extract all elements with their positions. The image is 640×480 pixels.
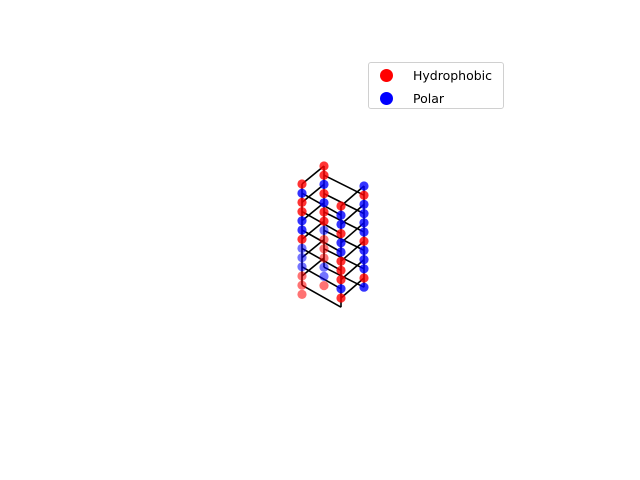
polar-bead	[297, 216, 307, 226]
hydrophobic-bead	[319, 216, 329, 226]
polar-bead	[359, 218, 369, 228]
bond-line	[301, 284, 342, 308]
hydrophobic-bead	[359, 273, 369, 283]
hydrophobic-bead	[359, 190, 369, 200]
bond-line	[340, 277, 365, 299]
hydrophobic-bead	[297, 289, 307, 299]
residue-beads	[297, 161, 369, 303]
hydrophobic-bead	[319, 244, 329, 254]
polar-bead	[336, 284, 346, 294]
bond-line	[301, 183, 325, 204]
hydrophobic-bead	[336, 265, 346, 275]
polar-bead	[297, 188, 307, 198]
bond-line	[301, 257, 325, 277]
polar-bead	[319, 271, 329, 281]
hydrophobic-bead	[319, 170, 329, 180]
hydrophobic-bead	[319, 253, 329, 263]
polar-bead	[359, 199, 369, 209]
bond-line	[340, 203, 365, 226]
hydrophobic-bead	[297, 197, 307, 207]
legend-item-hydrophobic: Hydrophobic	[380, 66, 492, 84]
polar-bead	[297, 262, 307, 272]
bond-line	[340, 222, 365, 244]
polar-bead	[319, 179, 329, 189]
legend-item-polar: Polar	[380, 89, 444, 107]
bond-line	[340, 240, 365, 262]
hydrophobic-bead	[336, 201, 346, 211]
bond-line	[340, 185, 365, 207]
polar-bead	[359, 282, 369, 292]
polar-bead	[359, 209, 369, 219]
hydrophobic-bead	[336, 275, 346, 285]
hydrophobic-bead	[336, 229, 346, 239]
polar-bead	[336, 219, 346, 229]
hydrophobic-bead	[297, 234, 307, 244]
hydrophobic-bead	[319, 207, 329, 217]
hydrophobic-bead	[359, 236, 369, 246]
bond-line	[301, 238, 325, 259]
polar-bead	[319, 225, 329, 235]
hydrophobic-bead	[297, 271, 307, 281]
legend-label-hydrophobic: Hydrophobic	[413, 67, 493, 83]
hydrophobic-bead	[319, 189, 329, 199]
hydrophobic-bead	[319, 235, 329, 245]
bond-line	[340, 258, 365, 281]
polar-bead	[336, 247, 346, 257]
legend: Hydrophobic Polar	[368, 62, 504, 109]
bond-line	[323, 174, 365, 196]
polar-bead	[297, 225, 307, 235]
polar-bead	[319, 262, 329, 272]
polar-bead	[297, 253, 307, 263]
polar-marker-icon	[380, 91, 393, 105]
bond-line	[301, 220, 325, 240]
hydrophobic-bead	[297, 179, 307, 189]
hydrophobic-bead	[319, 281, 329, 291]
polar-bead	[359, 255, 369, 265]
polar-bead	[336, 238, 346, 248]
polar-bead	[319, 198, 329, 208]
polar-bead	[297, 243, 307, 253]
hydrophobic-bead	[297, 207, 307, 217]
legend-label-polar: Polar	[413, 90, 445, 106]
hydrophobic-bead	[319, 161, 329, 171]
bond-line	[301, 165, 325, 185]
polar-bead	[336, 210, 346, 220]
backbone-bonds	[301, 165, 365, 308]
hydrophobic-bead	[336, 256, 346, 266]
polar-bead	[359, 181, 369, 191]
polar-bead	[359, 227, 369, 237]
hydrophobic-marker-icon	[380, 68, 393, 82]
hydrophobic-bead	[297, 280, 307, 290]
hydrophobic-bead	[336, 293, 346, 303]
polar-bead	[359, 245, 369, 255]
polar-bead	[359, 264, 369, 274]
bond-line	[301, 202, 325, 222]
